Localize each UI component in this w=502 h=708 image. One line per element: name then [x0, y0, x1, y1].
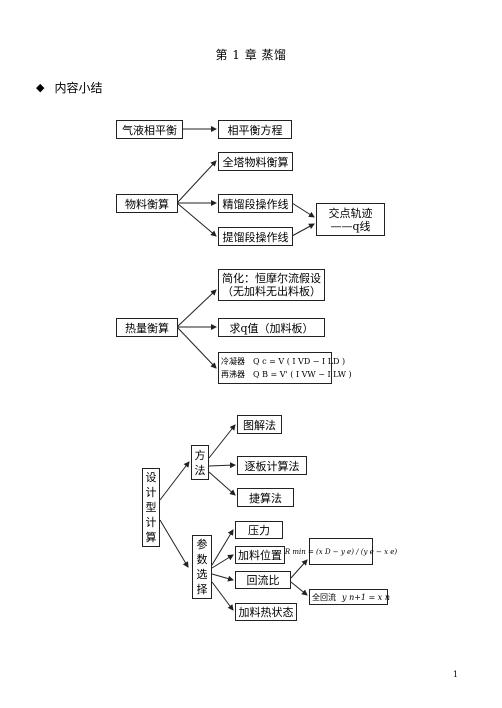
node-feed-location: 加料位置 — [235, 546, 285, 564]
arrow-reflux-total — [290, 581, 308, 596]
reboiler-formula: Q B = V' ( I VW − I LW ) — [253, 370, 352, 379]
arrow-method-graph — [208, 424, 236, 459]
node-rmin: R min = (x D − y e) / (y e − x e) — [285, 538, 397, 565]
arrow-param-reflux — [211, 573, 234, 582]
section-header: ◆ 内容小结 — [36, 79, 102, 96]
design-char: 算 — [145, 531, 157, 544]
node-heat-balance: 热量衡算 — [116, 318, 178, 337]
page-title: 第 1 章 蒸馏 — [215, 48, 287, 62]
node-shortcut-method: 捷算法 — [237, 488, 294, 507]
node-q-value: 求q值（加料板） — [218, 318, 325, 337]
node-design-calc: 设 计 型 计 算 — [142, 468, 160, 547]
param-char: 参 — [196, 538, 208, 551]
diamond-bullet-icon: ◆ — [36, 81, 45, 94]
node-parameter-selection: 参 数 选 择 — [192, 535, 212, 599]
method-char: 方 — [194, 448, 206, 462]
reboiler-row: 再沸器 Q B = V' ( I VW − I LW ) — [221, 368, 352, 381]
node-vle: 气液相平衡 — [116, 120, 183, 139]
arrow-reflux-rmin — [290, 559, 308, 579]
arrow-heat-duty — [176, 326, 217, 369]
design-char: 计 — [145, 516, 157, 529]
node-q-line: 交点轨迹 ——q线 — [316, 203, 385, 236]
node-stage-by-stage: 逐板计算法 — [237, 456, 307, 475]
arrow-design-param — [159, 519, 189, 568]
arrow-rect-to-q — [291, 202, 315, 218]
arrow-param-pressure — [211, 529, 234, 566]
total-reflux-label: 全回流 — [312, 592, 336, 602]
node-stripping-line: 提馏段操作线 — [218, 227, 293, 246]
condenser-row: 冷凝器 Q c = V ( I VD − I LD ) — [221, 355, 345, 368]
arrow-material-strip — [176, 202, 217, 237]
design-char: 型 — [145, 501, 157, 514]
arrow-method-short — [208, 471, 236, 496]
node-material-balance: 物料衡算 — [116, 194, 178, 213]
arrow-heat-simplify — [176, 289, 217, 328]
method-char: 法 — [194, 463, 206, 477]
arrow-strip-to-q — [291, 223, 315, 237]
design-char: 计 — [145, 486, 157, 499]
node-total-reflux: 全回流 y n+1 = x n — [309, 589, 391, 605]
node-method: 方 法 — [191, 445, 209, 480]
arrow-design-method — [159, 461, 190, 501]
node-graphical-method: 图解法 — [237, 415, 282, 434]
q-line-text-1: 交点轨迹 — [328, 206, 373, 220]
simplify-text-2: （无加料无出料板） — [222, 285, 321, 298]
node-feed-thermal: 加料热状态 — [235, 603, 297, 621]
reboiler-label: 再沸器 — [221, 370, 245, 379]
simplify-text-1: 简化：恒摩尔流假设 — [222, 272, 321, 285]
node-simplification: 简化：恒摩尔流假设 （无加料无出料板） — [218, 269, 325, 301]
node-total-balance: 全塔物料衡算 — [218, 152, 293, 171]
arrow-material-total — [176, 160, 217, 204]
param-char: 选 — [196, 568, 208, 581]
section-label: 内容小结 — [54, 81, 103, 95]
condenser-label: 冷凝器 — [221, 357, 245, 366]
node-heat-duty: 冷凝器 Q c = V ( I VD − I LD ) 再沸器 Q B = V'… — [218, 352, 352, 384]
node-rectifying-line: 精馏段操作线 — [218, 194, 293, 213]
design-char: 设 — [145, 471, 157, 484]
arrow-param-thermal — [211, 581, 234, 611]
arrow-param-feed — [211, 554, 234, 569]
node-phase-equation: 相平衡方程 — [218, 120, 292, 139]
node-pressure: 压力 — [235, 521, 283, 539]
total-reflux-formula: y n+1 = x n — [342, 592, 391, 602]
page-number: 1 — [453, 670, 459, 679]
param-char: 数 — [196, 553, 208, 566]
arrow-method-stage — [208, 462, 236, 469]
condenser-formula: Q c = V ( I VD − I LD ) — [253, 357, 346, 366]
q-line-text-2: ——q线 — [330, 219, 371, 233]
node-reflux-ratio: 回流比 — [235, 571, 291, 589]
param-char: 择 — [196, 583, 208, 596]
